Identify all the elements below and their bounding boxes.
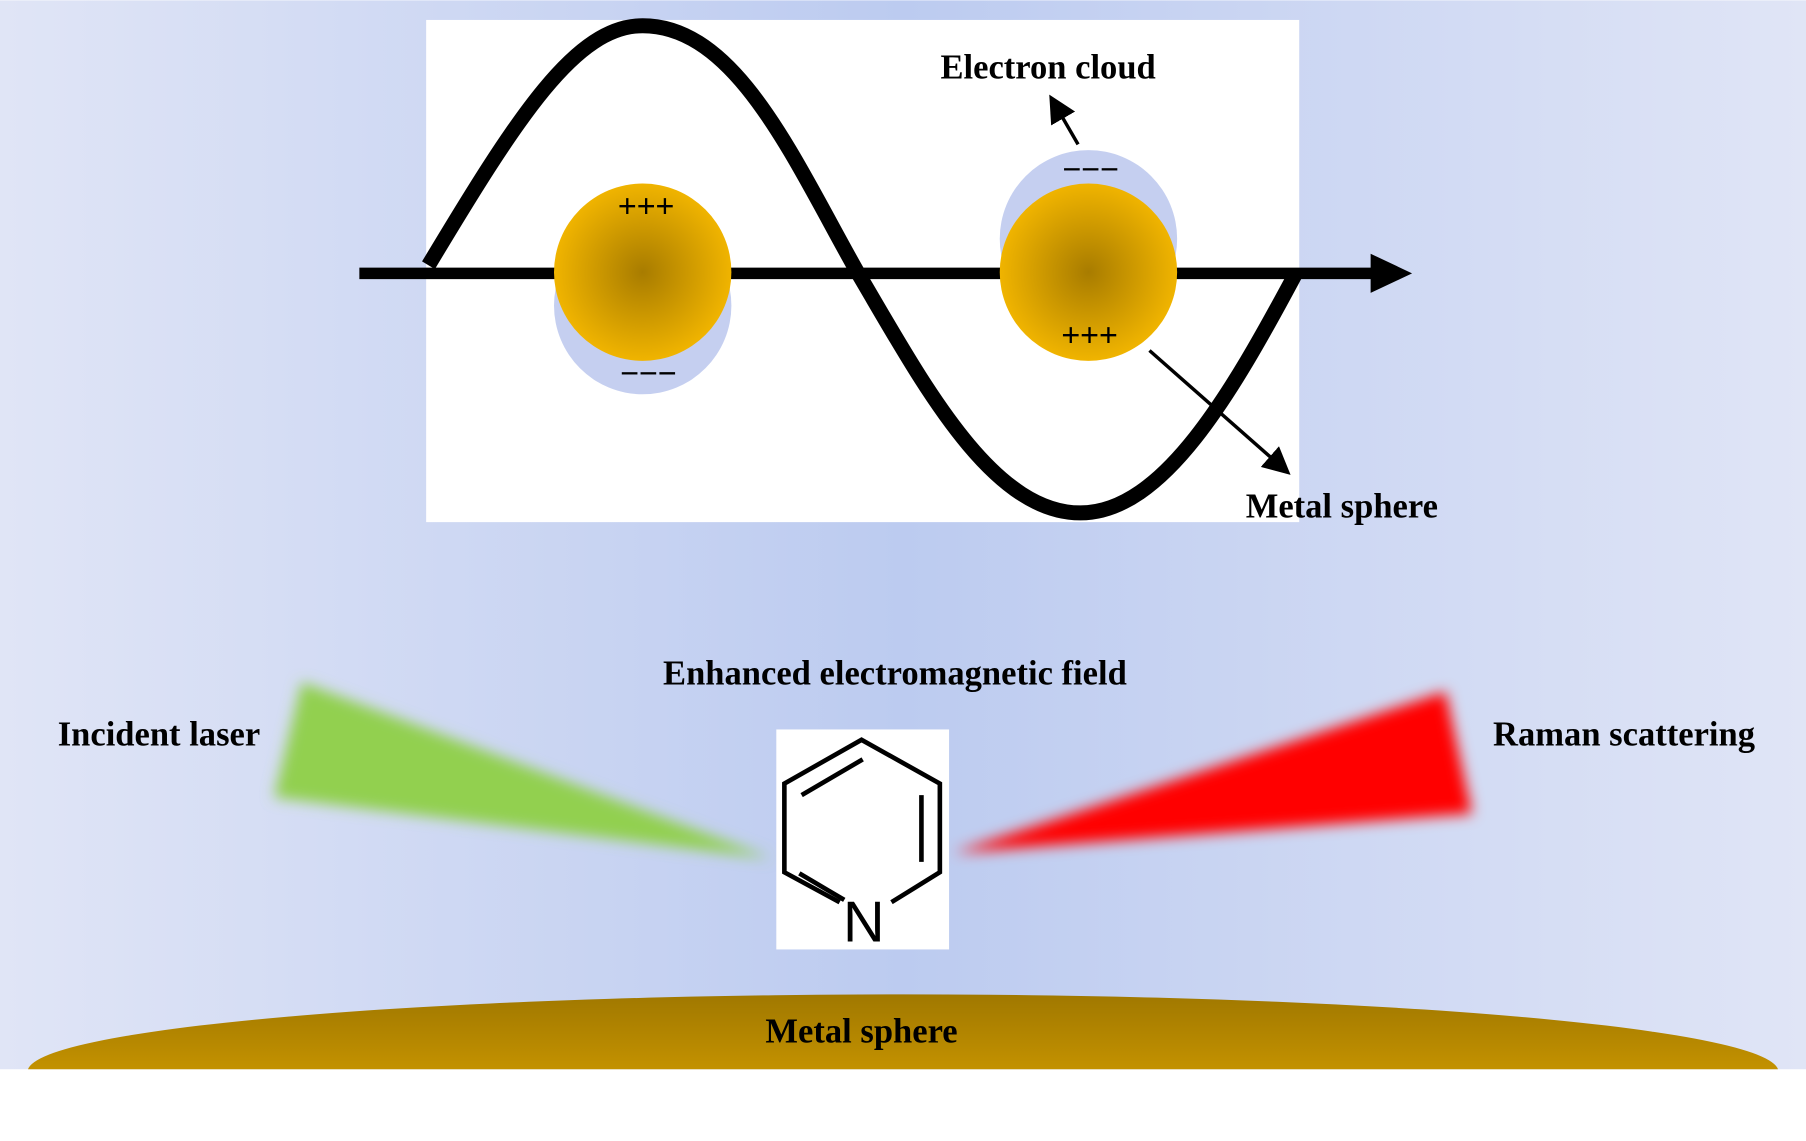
right-metal-sphere bbox=[999, 183, 1178, 361]
left-negative-charge: −−− bbox=[620, 355, 677, 391]
right-negative-charge: −−− bbox=[1062, 151, 1119, 187]
nitrogen-atom: N bbox=[843, 890, 885, 954]
enhanced-field-label: Enhanced electromagnetic field bbox=[663, 655, 1127, 693]
incident-laser-label: Incident laser bbox=[58, 716, 260, 754]
left-metal-sphere bbox=[554, 183, 732, 361]
electron-cloud-pointer bbox=[1049, 94, 1080, 146]
raman-scattering-label: Raman scattering bbox=[1493, 716, 1755, 754]
pyridine-structure-icon bbox=[782, 737, 943, 905]
metal-sphere-label: Metal sphere bbox=[1246, 488, 1438, 526]
incident-laser-beam bbox=[274, 682, 772, 859]
oscillation-panel: +++ −−− −−− +++ bbox=[359, 18, 1413, 523]
left-positive-charge: +++ bbox=[618, 188, 675, 224]
metal-substrate bbox=[28, 994, 1778, 1070]
electron-cloud-label: Electron cloud bbox=[940, 49, 1155, 87]
raman-scattering-beam bbox=[953, 691, 1472, 853]
pyridine-molecule: N bbox=[776, 729, 950, 954]
right-positive-charge: +++ bbox=[1061, 317, 1118, 353]
axis-arrowhead-icon bbox=[1370, 253, 1413, 293]
metal-sphere-pointer bbox=[1148, 349, 1291, 475]
metal-substrate-label: Metal sphere bbox=[765, 1013, 957, 1051]
